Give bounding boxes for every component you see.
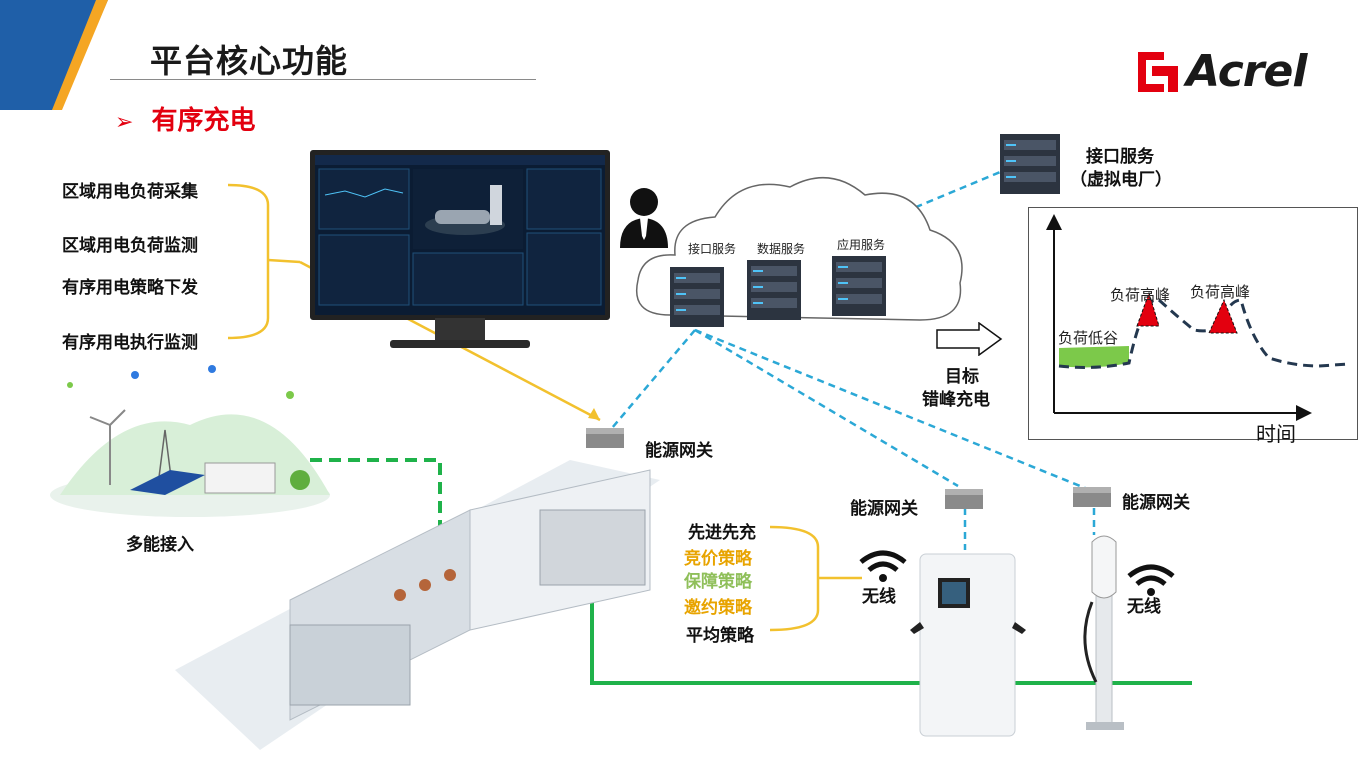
ac-charger-illustration: [1083, 535, 1124, 730]
renewable-energy-illustration: [50, 365, 330, 517]
title-divider: [110, 79, 536, 80]
virtual-power-plant-label: （虚拟电厂）: [1070, 170, 1172, 190]
cloud-service-1: 接口服务: [688, 242, 737, 256]
energy-access-label: 多能接入: [126, 535, 194, 555]
target-desc-label: 错峰充电: [922, 390, 990, 410]
peak-label-2: 负荷高峰: [1190, 283, 1251, 301]
cloud-service-2: 数据服务: [757, 242, 806, 256]
gateway-device-icon: [586, 428, 624, 448]
peak-label-1: 负荷高峰: [1110, 286, 1171, 304]
gateway-label-3: 能源网关: [1122, 493, 1190, 513]
user-icon: [620, 188, 668, 248]
gateway-device-icon: [945, 489, 983, 509]
strategy-item-2: 竞价策略: [684, 549, 752, 569]
wifi-icon: [1127, 564, 1175, 596]
function-item-1: 区域用电负荷采集: [62, 182, 198, 202]
bullet-arrow-icon: ➢: [115, 110, 134, 135]
server-icon: [670, 267, 724, 327]
gateway-label-1: 能源网关: [645, 441, 713, 461]
strategy-item-3: 保障策略: [684, 572, 752, 592]
wireless-label-1: 无线: [862, 587, 896, 607]
load-curve-graphic: [1046, 214, 1350, 421]
function-item-3: 有序用电策略下发: [62, 278, 198, 298]
server-icon: [747, 260, 801, 320]
brand-name: Acrel: [1186, 46, 1307, 97]
valley-label: 负荷低谷: [1058, 329, 1119, 347]
acrel-logo-icon: [1138, 51, 1178, 92]
arrow-right-icon: [936, 322, 1003, 356]
gateway-device-icon: [1073, 487, 1111, 507]
substation-illustration: [175, 460, 660, 750]
interface-service-label: 接口服务: [1086, 147, 1154, 167]
target-label: 目标: [945, 367, 979, 387]
x-axis-label: 时间: [1256, 422, 1296, 446]
cloud-service-3: 应用服务: [837, 238, 886, 252]
subtitle-text: 有序充电: [151, 106, 256, 136]
monitor-stand: [390, 318, 530, 348]
wifi-icon: [859, 550, 907, 582]
server-icon: [832, 256, 886, 316]
gateway-label-2: 能源网关: [850, 499, 918, 519]
page-title: 平台核心功能: [150, 42, 349, 80]
dashboard-screen-graphic: [315, 155, 605, 306]
function-item-4: 有序用电执行监测: [62, 333, 198, 353]
load-curve-chart: [1028, 207, 1358, 440]
brand-logo: Acrel: [1138, 46, 1307, 97]
corner-decoration: [0, 0, 108, 110]
strategy-item-1: 先进先充: [688, 523, 756, 543]
function-item-2: 区域用电负荷监测: [62, 236, 198, 256]
strategy-item-5: 平均策略: [686, 626, 754, 646]
server-icon: [1000, 134, 1060, 194]
dc-charger-illustration: [910, 553, 1026, 737]
strategy-item-4: 邀约策略: [684, 598, 752, 618]
wireless-label-2: 无线: [1127, 597, 1161, 617]
dashboard-monitor: [310, 150, 610, 320]
section-subtitle: ➢ 有序充电: [115, 100, 255, 137]
